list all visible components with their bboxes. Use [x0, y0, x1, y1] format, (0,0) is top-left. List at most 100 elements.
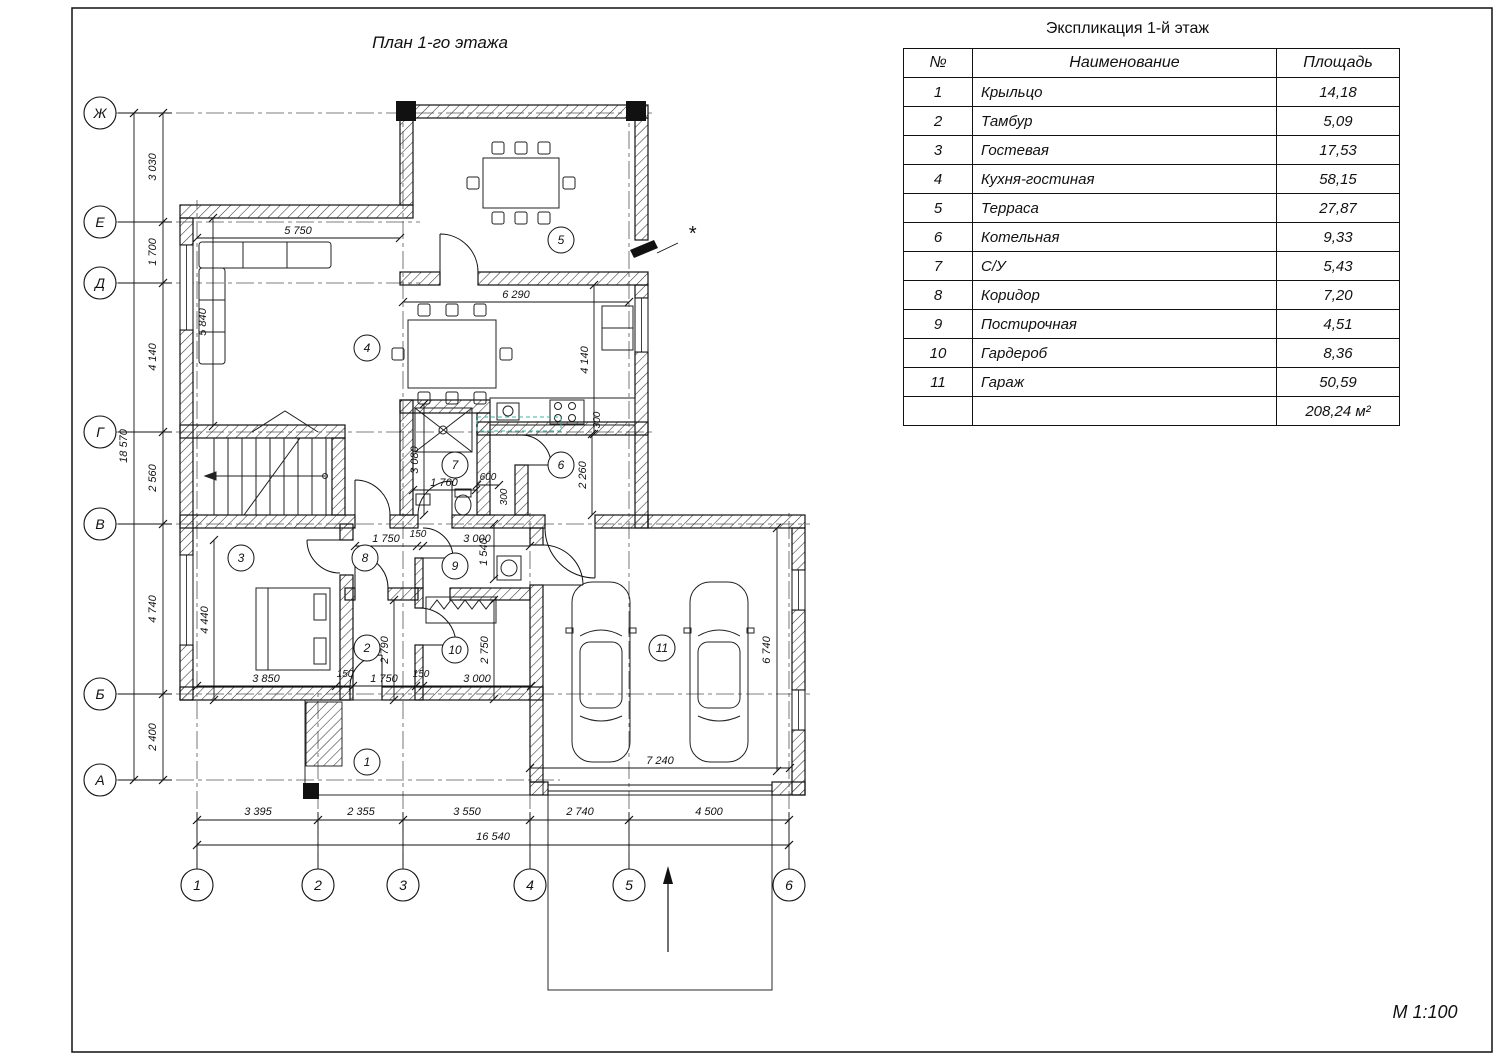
- cell-name: Постирочная: [972, 309, 1277, 339]
- burner: [554, 414, 562, 422]
- cell-area: 5,43: [1276, 251, 1400, 281]
- car-rear-window: [579, 715, 623, 722]
- cell-area: 58,15: [1276, 164, 1400, 194]
- sink: [496, 402, 520, 421]
- counter: [489, 397, 636, 426]
- terrace-table: [466, 141, 576, 225]
- scale-label: М 1:100: [1392, 1002, 1457, 1022]
- shower-cross: [414, 407, 473, 453]
- cell-area: 5,09: [1276, 106, 1400, 136]
- room-circle-11: [648, 634, 676, 662]
- dim-left-3: 2 560: [147, 463, 159, 492]
- dim-bottom-total: 16 540: [476, 831, 511, 843]
- table-row: 9 Постирочная 4,51: [903, 309, 1400, 339]
- cell-num: 3: [903, 135, 973, 165]
- dim-6740: 6 740: [761, 635, 773, 663]
- wall-boiler-left: [514, 464, 529, 516]
- dim-left-total: 18 570: [118, 428, 130, 463]
- table-row: 7 С/У 5,43: [903, 251, 1400, 281]
- door-living: [354, 479, 391, 516]
- wall-room3-right-b: [339, 574, 354, 701]
- dining-table: [391, 303, 513, 405]
- wall-garage-top: [647, 514, 806, 529]
- axis-circle: [83, 677, 117, 711]
- washbasin: [415, 493, 431, 506]
- sheet-frame: [71, 7, 1493, 1053]
- dim-bottom-4: 4 500: [695, 806, 723, 818]
- total-name-empty: [972, 396, 1277, 426]
- axis-label-1: 1: [193, 877, 201, 893]
- wall-partition-89: [414, 557, 424, 589]
- door-bath: [417, 480, 453, 516]
- walls: [179, 104, 806, 796]
- washer-drum: [500, 559, 518, 577]
- dim-7240: 7 240: [646, 755, 674, 767]
- dim-3000b: 3 000: [463, 673, 491, 685]
- wall-garage-left-b: [529, 584, 544, 783]
- cell-num: 5: [903, 193, 973, 223]
- chair: [445, 391, 459, 405]
- garage-gate: [548, 784, 772, 792]
- car-roof: [579, 641, 623, 709]
- toilet-tank: [454, 488, 472, 498]
- door-corridor-wide: [544, 527, 596, 579]
- wall-corridor-c: [449, 587, 531, 601]
- note-asterisk: *: [688, 223, 697, 245]
- columns: [303, 101, 646, 799]
- chair: [417, 303, 431, 317]
- explication-table: № Наименование Площадь 1 Крыльцо 14,18 2…: [903, 48, 1400, 426]
- room-number-10: 10: [448, 643, 462, 657]
- stair-start-dot: [322, 473, 328, 479]
- table-row: 10 Гардероб 8,36: [903, 338, 1400, 368]
- cell-name: Гардероб: [972, 338, 1277, 368]
- wall-bath-top: [399, 399, 491, 414]
- dim-lines-inner: [197, 218, 790, 771]
- room-number-11: 11: [656, 641, 668, 655]
- table-row: 6 Котельная 9,33: [903, 222, 1400, 252]
- chair: [537, 141, 551, 155]
- cell-area: 7,20: [1276, 280, 1400, 310]
- wall-right-b: [634, 351, 649, 529]
- car-mirror: [628, 627, 637, 634]
- stove: [549, 399, 585, 425]
- cell-area: 8,36: [1276, 338, 1400, 368]
- room-circle-4: [353, 334, 381, 362]
- total-area: 208,24 м²: [1276, 396, 1400, 426]
- dim-2260: 2 260: [577, 460, 589, 489]
- dim-left-4: 4 740: [147, 594, 159, 622]
- sofa: [198, 241, 332, 365]
- dim-2790: 2 790: [379, 635, 391, 664]
- table-row: 1 Крыльцо 14,18: [903, 77, 1400, 107]
- room-circle-9: [441, 552, 469, 580]
- dim-4140: 4 140: [579, 345, 591, 373]
- dim-2750: 2 750: [479, 635, 491, 664]
- chair: [391, 347, 405, 361]
- laundry-fixtures: [496, 555, 522, 581]
- cell-name: Гараж: [972, 367, 1277, 397]
- porch-steps: [305, 701, 343, 767]
- wall-stairs-right: [331, 437, 346, 516]
- kitchen-counter: [489, 305, 636, 426]
- room-number-9: 9: [452, 559, 459, 573]
- room-circle-3: [227, 544, 255, 572]
- stairs: [203, 437, 328, 516]
- chair: [473, 391, 487, 405]
- table-top: [482, 157, 560, 209]
- room-number-2: 2: [363, 641, 371, 655]
- car-rear-window: [697, 715, 741, 722]
- window-midlines: [186, 245, 799, 730]
- wall-right-a: [634, 284, 649, 299]
- axis-markers-cols: [180, 868, 806, 902]
- explication-panel: Экспликация 1-й этаж № Наименование Площ…: [903, 20, 1400, 426]
- dim-left-2: 4 140: [147, 342, 159, 370]
- chair: [537, 211, 551, 225]
- cell-num: 2: [903, 106, 973, 136]
- sofa-side: [198, 267, 226, 365]
- cell-name: Кухня-гостиная: [972, 164, 1277, 194]
- cell-area: 17,53: [1276, 135, 1400, 165]
- total-num-empty: [903, 396, 973, 426]
- room-circle-5: [547, 226, 575, 254]
- axis-circle: [612, 868, 646, 902]
- wall-room3-right-a: [339, 523, 354, 541]
- cell-num: 1: [903, 77, 973, 107]
